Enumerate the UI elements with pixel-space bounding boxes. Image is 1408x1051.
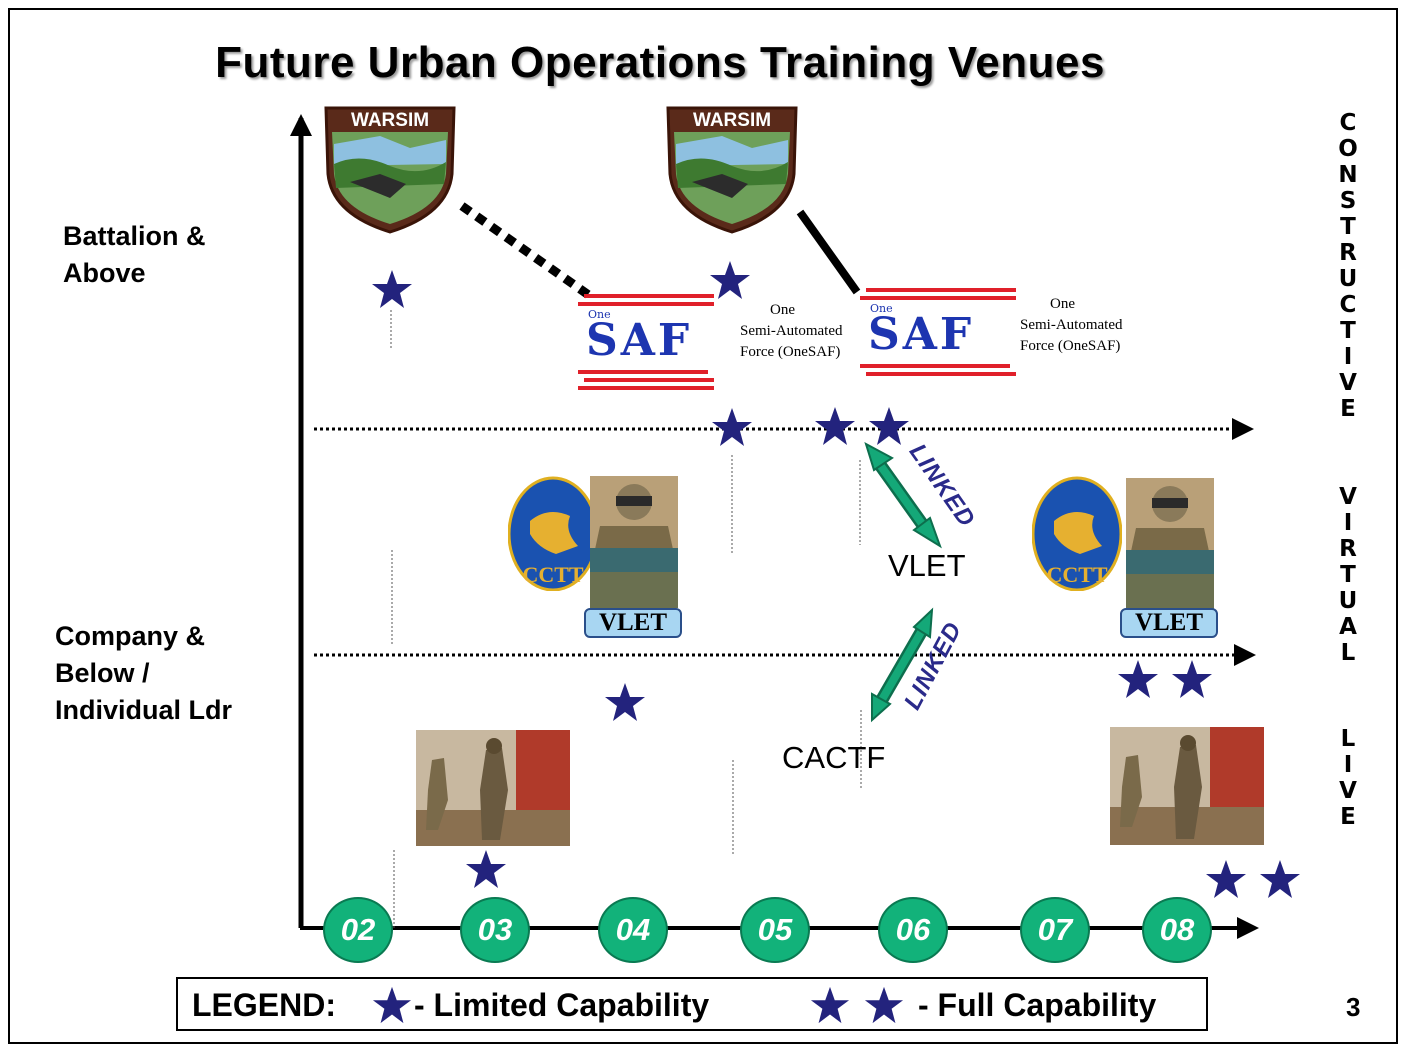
onesaf-description: One Semi-Automated Force (OneSAF) xyxy=(1020,294,1130,357)
year-marker-07: 07 xyxy=(1020,897,1090,963)
star-icon xyxy=(466,850,506,888)
cctt-emblem-text: CCTT xyxy=(1046,562,1107,587)
star-icon xyxy=(815,407,855,445)
legend-full-label: - Full Capability xyxy=(918,987,1157,1023)
onesaf-mark-text: SAF xyxy=(586,315,693,366)
page-number: 3 xyxy=(1346,992,1361,1022)
row-label-company-line3: Individual Ldr xyxy=(55,695,233,725)
warsim-shield-logo: WARSIM xyxy=(320,104,460,236)
row-label-battalion-line2: Above xyxy=(63,258,146,288)
year-marker-04: 04 xyxy=(598,897,668,963)
legend-star-icon xyxy=(864,986,904,1024)
onesaf-logo: One SAF One Semi-Automated Force (OneSAF… xyxy=(576,292,842,392)
star-icon xyxy=(1118,660,1158,698)
year-marker-05: 05 xyxy=(740,897,810,963)
onesaf-desc-line3: Force (OneSAF) xyxy=(1020,338,1121,354)
star-icon xyxy=(605,683,645,721)
urban-combat-photo xyxy=(416,730,570,846)
row-label-battalion-line1: Battalion & xyxy=(63,221,206,251)
vlet-label: VLET xyxy=(888,548,966,583)
onesaf-desc-line1: One xyxy=(1050,296,1075,312)
cctt-emblem-text: CCTT xyxy=(522,562,583,587)
star-icon xyxy=(1172,660,1212,698)
warsim-shield-logo: WARSIM xyxy=(662,104,802,236)
star-icon xyxy=(372,270,412,308)
warsim-logo-text: WARSIM xyxy=(351,110,429,131)
soldier-vr-photo xyxy=(1126,478,1214,610)
soldier-vr-photo xyxy=(590,476,678,608)
warsim-logo-text: WARSIM xyxy=(693,110,771,131)
linked-arrow-upper xyxy=(864,441,942,549)
onesaf-one-text: One xyxy=(588,308,611,321)
onesaf-desc-line1: One xyxy=(770,302,795,318)
year-marker-02: 02 xyxy=(323,897,393,963)
onesaf-desc-line2: Semi-Automated xyxy=(1020,317,1123,333)
row-label-battalion: Battalion & Above xyxy=(63,218,206,292)
cctt-emblem: CCTT xyxy=(1031,476,1123,592)
star-icon xyxy=(1260,860,1300,898)
vlet-badge: VLET xyxy=(1120,608,1218,638)
onesaf-description: One Semi-Automated Force (OneSAF) xyxy=(740,300,850,363)
urban-combat-photo xyxy=(1110,727,1264,845)
year-marker-08: 08 xyxy=(1142,897,1212,963)
linked-arrow-lower xyxy=(871,607,934,723)
onesaf-desc-line2: Semi-Automated xyxy=(740,323,843,339)
onesaf-one-text: One xyxy=(870,302,893,315)
year-marker-06: 06 xyxy=(878,897,948,963)
cactf-label: CACTF xyxy=(782,740,886,775)
onesaf-logo: One SAF One Semi-Automated Force (OneSAF… xyxy=(858,286,1122,386)
star-icon xyxy=(869,407,909,445)
legend-star-icon xyxy=(372,986,412,1024)
row-label-company: Company & Below / Individual Ldr xyxy=(55,618,232,729)
row-label-company-line1: Company & xyxy=(55,621,206,651)
star-icon xyxy=(710,261,750,299)
legend-limited-label: - Limited Capability xyxy=(414,987,710,1023)
cctt-emblem: CCTT xyxy=(507,476,599,592)
slide-frame xyxy=(8,8,1398,1044)
legend-box: LEGEND: - Limited Capability - Full Capa… xyxy=(176,977,1208,1031)
row-label-company-line2: Below / xyxy=(55,658,150,688)
warsim-onesaf-dashed-link xyxy=(459,202,593,300)
year-marker-03: 03 xyxy=(460,897,530,963)
vlet-badge: VLET xyxy=(584,608,682,638)
star-icon xyxy=(1206,860,1246,898)
star-icon xyxy=(712,408,752,446)
legend-heading: LEGEND: xyxy=(192,987,336,1023)
warsim-onesaf-solid-link xyxy=(796,209,861,295)
slide-title: Future Urban Operations Training Venues xyxy=(215,38,1105,87)
onesaf-mark-text: SAF xyxy=(868,309,975,360)
onesaf-desc-line3: Force (OneSAF) xyxy=(740,344,841,360)
legend-star-icon xyxy=(810,986,850,1024)
